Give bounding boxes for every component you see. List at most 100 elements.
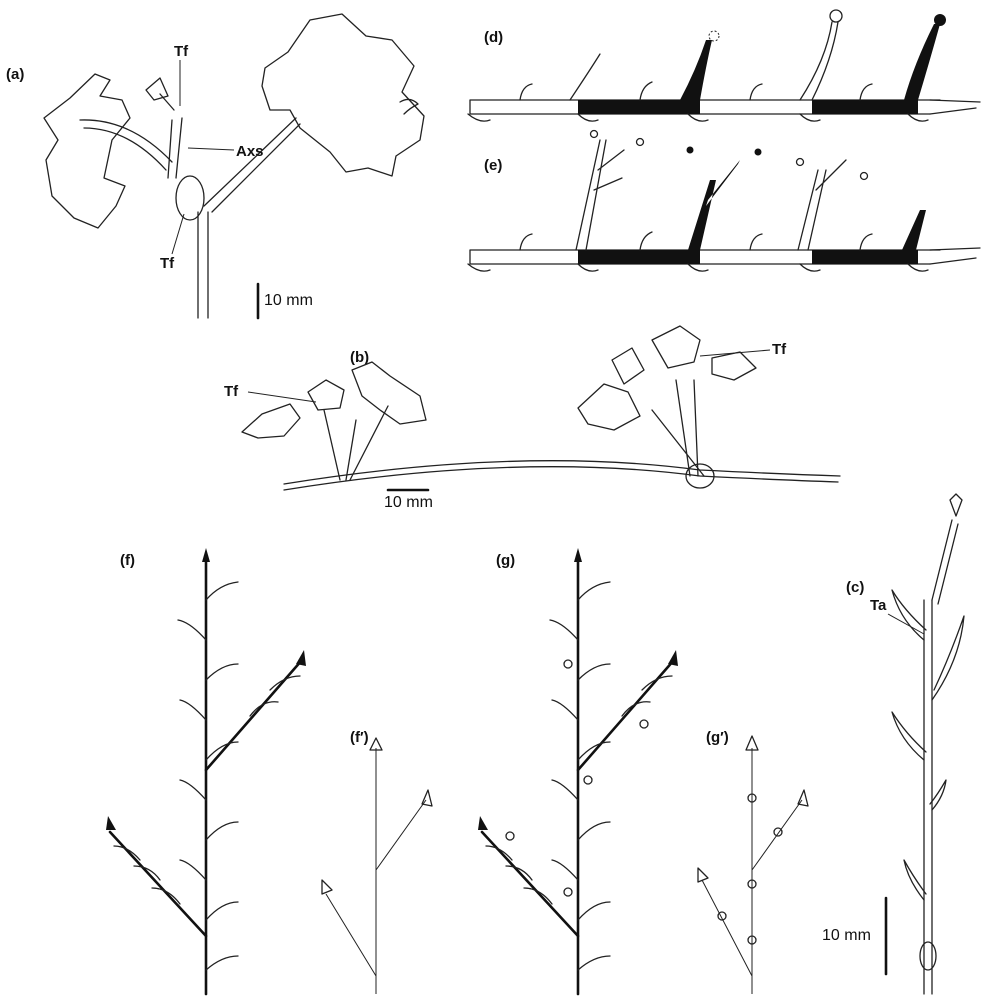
panel-f-prime: (f′) [322, 729, 432, 994]
panel-d-label: (d) [484, 29, 503, 46]
panel-f: (f) [106, 548, 306, 994]
panel-b-left-leaf-3 [352, 362, 426, 424]
panel-c-node [920, 942, 936, 970]
panel-b-left-leaf-2 [308, 380, 344, 410]
panel-f-apex-1 [202, 548, 210, 562]
panel-g-apex-2 [668, 650, 678, 666]
panel-d-axis-tip [930, 100, 980, 114]
panel-e-bud-1 [591, 131, 598, 138]
panel-a-tendril-base [176, 176, 204, 220]
panel-d-black-segment-1 [578, 100, 700, 114]
panel-b-label: (b) [350, 349, 369, 366]
panel-a-scale-label: 10 mm [264, 292, 313, 309]
panel-g-prime-label: (g′) [706, 729, 729, 746]
panel-e-branch-3 [798, 160, 846, 250]
panel-a-axs: Axs [236, 143, 264, 160]
panel-g-bud-1 [564, 660, 572, 668]
panel-f-label: (f) [120, 552, 135, 569]
panel-e-branch-4 [902, 210, 926, 250]
panel-a-tf-bottom: Tf [160, 255, 175, 272]
panel-b-tf-left: Tf [224, 383, 239, 400]
panel-g-prime-lines [702, 748, 802, 994]
panel-a-right-leaf [262, 14, 424, 176]
panel-e-bud-2 [637, 139, 644, 146]
panel-b-stolon [284, 461, 840, 490]
panel-e: (e) [468, 131, 980, 272]
panel-c-apex [950, 494, 962, 516]
panel-a-axs-leader [188, 148, 234, 150]
panel-d-branch-4 [904, 24, 940, 100]
panel-e-black-segment-2 [812, 250, 918, 264]
panel-c-upper-stem [932, 520, 958, 604]
panel-c-ta-leader [888, 614, 924, 634]
panel-b-tf-left-leader [248, 392, 316, 402]
panel-e-branch-2 [688, 160, 740, 250]
panel-f-prime-lines [326, 748, 426, 994]
panel-d-filled-bud [934, 14, 946, 26]
panel-b-scale-label: 10 mm [384, 494, 433, 511]
panel-b-tf-right: Tf [772, 341, 787, 358]
panel-c-label: (c) [846, 579, 864, 596]
panel-c-leaf-5 [904, 860, 926, 900]
panel-e-bud-5 [797, 159, 804, 166]
panel-c-leaf-3 [892, 712, 926, 760]
panel-b-right-leaf-1 [578, 384, 640, 430]
panel-b-right-leaf-2 [612, 348, 644, 384]
panel-a-label: (a) [6, 66, 24, 83]
panel-b-left-petioles [324, 406, 388, 480]
panel-g-label: (g) [496, 552, 515, 569]
panel-c-scale-label: 10 mm [822, 927, 871, 944]
panel-g-prime-bud-3 [774, 828, 782, 836]
panel-e-branch-1 [576, 140, 624, 250]
panel-g-prime-apex-3 [698, 868, 708, 882]
panel-d-dashed-bud [709, 31, 719, 41]
panel-g-prime-apex-1 [746, 736, 758, 750]
panel-d: (d) [468, 10, 980, 121]
panel-d-black-segment-2 [812, 100, 918, 114]
panel-g: (g) [478, 548, 678, 994]
panel-f-apex-2 [296, 650, 306, 666]
panel-g-bud-3 [564, 888, 572, 896]
panel-f-right-branch [206, 660, 302, 770]
panel-e-bud-6 [861, 173, 868, 180]
panel-e-label: (e) [484, 157, 502, 174]
panel-c: (c) Ta 10 mm [822, 494, 964, 994]
panel-d-branch-2 [680, 40, 712, 100]
panel-a-axillary-shoot [168, 118, 182, 178]
panel-e-bud-4 [755, 149, 762, 156]
panel-f-apex-3 [106, 816, 116, 830]
panel-f-prime-apex-3 [322, 880, 332, 894]
panel-f-prime-label: (f′) [350, 729, 369, 746]
panel-g-bud-4 [640, 720, 648, 728]
panel-b-left-leaf-1 [242, 404, 300, 438]
panel-a-left-leaf [44, 74, 130, 228]
panel-a-main-stem [198, 212, 208, 318]
panel-b-right-leaf-4 [712, 352, 756, 380]
panel-a-left-petiole [80, 120, 172, 170]
panel-g-bud-2 [584, 776, 592, 784]
panel-a-flower [146, 78, 174, 110]
panel-g-apex-1 [574, 548, 582, 562]
panel-b-right-petioles [652, 380, 704, 476]
panel-a-tf-bottom-leader [172, 214, 184, 254]
panel-c-ta: Ta [870, 597, 887, 614]
panel-d-bracts-bottom [468, 114, 928, 121]
panel-c-stem [924, 600, 932, 994]
panel-g-right-branch [578, 660, 674, 770]
panel-a: (a) Tf Axs Tf 10 mm [6, 14, 424, 318]
panel-e-bud-3 [687, 147, 694, 154]
panel-b-tf-right-leader [700, 350, 770, 356]
panel-e-bracts-bottom [468, 264, 928, 271]
panel-a-tf-top: Tf [174, 43, 189, 60]
panel-b-right-leaf-3 [652, 326, 700, 368]
panel-a-right-petiole [204, 118, 300, 212]
panel-d-branch-1 [570, 54, 600, 100]
panel-g-bud-5 [506, 832, 514, 840]
panel-g-apex-3 [478, 816, 488, 830]
panel-e-black-segment-1 [578, 250, 700, 264]
panel-d-branch-3 [800, 22, 838, 100]
panel-g-prime: (g′) [698, 729, 808, 994]
panel-c-leaf-2 [932, 616, 964, 700]
panel-d-open-bud [830, 10, 842, 22]
